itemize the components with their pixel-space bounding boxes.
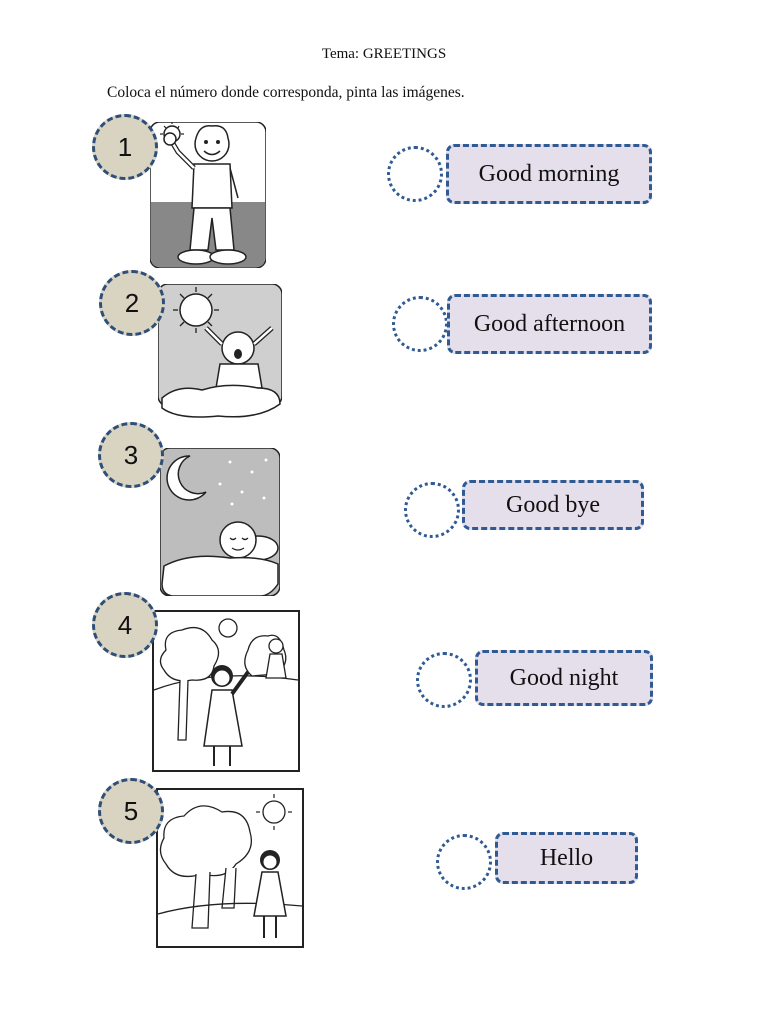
picture-2 xyxy=(157,283,283,424)
label-good-morning: Good morning xyxy=(446,144,652,204)
picture-1 xyxy=(149,121,267,269)
number-badge-1: 1 xyxy=(92,114,158,180)
boy-waving-sun-icon xyxy=(149,121,267,269)
label-good-afternoon: Good afternoon xyxy=(447,294,652,354)
number-badge-5: 5 xyxy=(98,778,164,844)
boy-waking-sun-icon xyxy=(157,283,283,418)
answer-circle-good-night[interactable] xyxy=(416,652,472,708)
picture-4 xyxy=(152,610,300,772)
worksheet-title: Tema: GREETINGS xyxy=(321,46,447,62)
answer-circle-good-morning[interactable] xyxy=(387,146,443,202)
label-good-night: Good night xyxy=(475,650,653,706)
picture-5 xyxy=(156,788,304,948)
label-good-bye: Good bye xyxy=(462,480,644,530)
answer-circle-good-bye[interactable] xyxy=(404,482,460,538)
number-badge-3: 3 xyxy=(98,422,164,488)
number-badge-4: 4 xyxy=(92,592,158,658)
answer-circle-good-afternoon[interactable] xyxy=(392,296,448,352)
picture-3 xyxy=(159,447,281,597)
girl-park-sun-icon xyxy=(156,788,304,948)
boy-sleeping-moon-icon xyxy=(159,447,281,597)
number-badge-2: 2 xyxy=(99,270,165,336)
answer-circle-hello[interactable] xyxy=(436,834,492,890)
girls-waving-park-icon xyxy=(152,610,300,772)
worksheet-instructions: Coloca el número donde corresponda, pint… xyxy=(107,84,465,101)
label-hello: Hello xyxy=(495,832,638,884)
